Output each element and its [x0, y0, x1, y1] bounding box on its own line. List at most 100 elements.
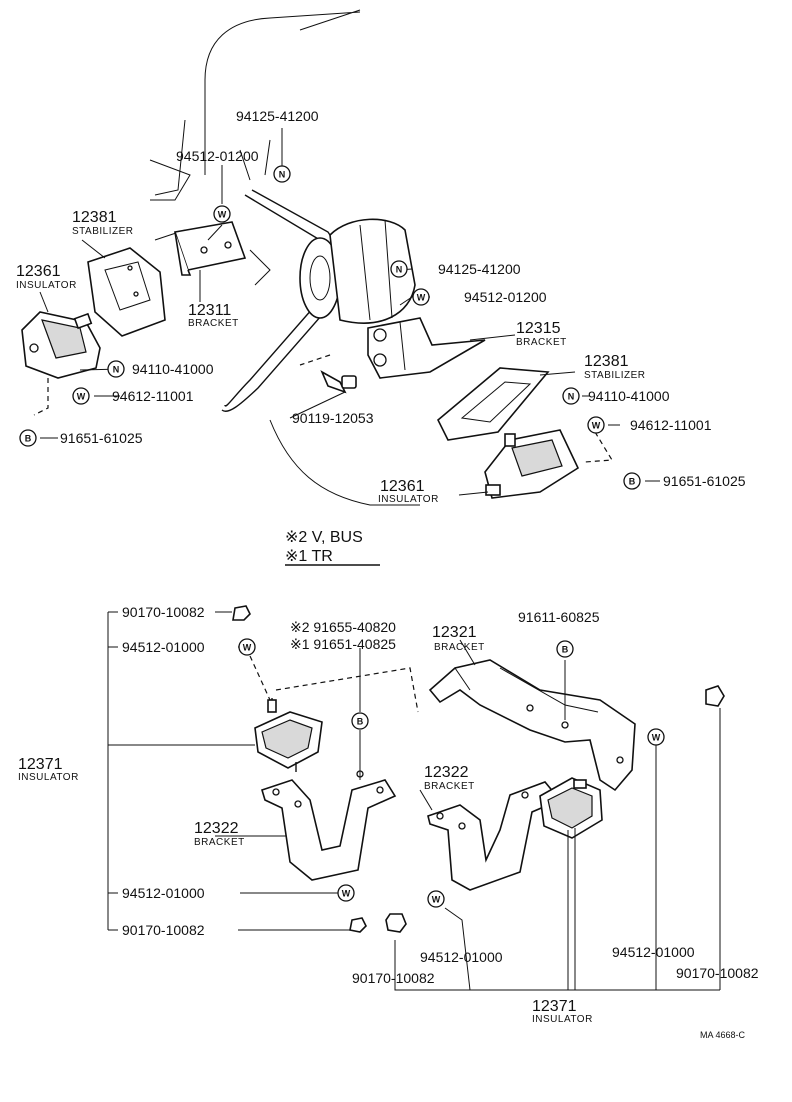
part-number: 12371: [18, 756, 63, 773]
bracket-right: [367, 317, 486, 379]
part-name: STABILIZER: [72, 226, 134, 237]
part-name: INSULATOR: [16, 280, 77, 291]
washer-symbol-icon: [427, 890, 445, 908]
part-number: 12371: [532, 998, 577, 1015]
svg-text:W: W: [77, 392, 86, 402]
bolt-symbol-icon: [556, 640, 574, 658]
part-number: 90170-10082: [122, 604, 205, 620]
nut-symbol-icon: [107, 360, 125, 378]
nut-symbol-icon: [273, 165, 291, 183]
washer-symbol-icon: [337, 884, 355, 902]
svg-text:N: N: [568, 392, 575, 402]
washer-symbol-icon: [412, 288, 430, 306]
part-number: 94110-41000: [588, 388, 670, 404]
part-number: 90170-10082: [352, 970, 435, 986]
bracket-lower-center: [428, 659, 636, 792]
part-name: BRACKET: [424, 781, 475, 792]
part-number: 91611-60825: [518, 609, 600, 625]
part-name: INSULATOR: [532, 1014, 593, 1025]
part-number: 12361: [16, 263, 61, 280]
part-number: 12381: [72, 209, 117, 226]
nut-icon: [349, 917, 367, 933]
part-number: 94125-41200: [438, 261, 521, 277]
part-name: BRACKET: [434, 642, 485, 653]
bolt-symbol-icon: [623, 472, 641, 490]
svg-text:N: N: [396, 265, 403, 275]
bracket-left: [173, 221, 247, 276]
alternator: [299, 218, 416, 324]
stabilizer-left: [87, 247, 166, 337]
part-number: 90170-10082: [122, 922, 205, 938]
part-name: INSULATOR: [18, 772, 79, 783]
part-number: 94512-01200: [464, 289, 547, 305]
part-number: 94512-01000: [420, 949, 503, 965]
part-number: 94512-01000: [612, 944, 695, 960]
upper-labels: 94125-41200 94512-01200 12381 STABILIZER…: [16, 108, 746, 505]
nut-icon: [705, 685, 725, 707]
svg-text:W: W: [417, 293, 426, 303]
part-number: 91651-61025: [663, 473, 746, 489]
svg-text:B: B: [562, 645, 569, 655]
bolt-90119: [320, 370, 357, 394]
part-number: 12381: [584, 353, 629, 370]
svg-text:B: B: [357, 717, 364, 727]
part-name: INSULATOR: [378, 494, 439, 505]
part-name: BRACKET: [188, 318, 239, 329]
bolt-symbol-icon: [351, 712, 369, 730]
svg-text:W: W: [652, 733, 661, 743]
washer-symbol-icon: [213, 205, 231, 223]
part-number: 94512-01000: [122, 885, 205, 901]
svg-text:B: B: [629, 477, 636, 487]
engine-outline: [149, 9, 420, 506]
legend-line-2: ※2 V, BUS: [285, 529, 363, 546]
svg-text:N: N: [279, 170, 286, 180]
legend-line-1: ※1 TR: [285, 548, 333, 565]
part-number: 12321: [432, 624, 477, 641]
svg-text:N: N: [113, 365, 120, 375]
part-number: 12322: [424, 764, 469, 781]
part-number: 12361: [380, 478, 425, 495]
insulator-lower-right: [539, 777, 603, 839]
bolt-symbol-icon: [19, 429, 37, 447]
part-number: 94512-01200: [176, 148, 259, 164]
nut-icon: [232, 605, 251, 621]
lower-symbols: W B B W W W: [238, 638, 665, 908]
part-name: BRACKET: [194, 837, 245, 848]
bracket-lower-left: [261, 770, 397, 881]
figure-code: MA 4668-C: [700, 1030, 746, 1040]
washer-symbol-icon: [587, 416, 605, 434]
nut-symbol-icon: [562, 387, 580, 405]
part-name: STABILIZER: [584, 370, 646, 381]
nut-icon: [385, 913, 407, 933]
washer-symbol-icon: [647, 728, 665, 746]
part-number: 90119-12053: [292, 410, 374, 426]
svg-text:W: W: [592, 421, 601, 431]
lower-leader-lines: [107, 611, 721, 991]
part-number: 94612-11001: [112, 388, 194, 404]
legend: ※2 V, BUS ※1 TR: [285, 529, 380, 566]
insulator-lower-left: [254, 698, 323, 772]
upper-symbols: N W N W N W B N W B: [19, 165, 641, 490]
part-number: 94512-01000: [122, 639, 205, 655]
part-number: 94110-41000: [132, 361, 214, 377]
washer-symbol-icon: [72, 387, 90, 405]
svg-text:W: W: [218, 210, 227, 220]
stabilizer-right: [437, 367, 550, 441]
part-name: BRACKET: [516, 337, 567, 348]
svg-text:W: W: [243, 643, 252, 653]
svg-text:W: W: [342, 889, 351, 899]
part-number: ※2 91655-40820: [290, 619, 396, 635]
lower-nuts: [232, 605, 725, 933]
part-number: 12315: [516, 320, 561, 337]
insulator-right: [484, 429, 580, 499]
part-number: 12322: [194, 820, 239, 837]
svg-text:W: W: [432, 895, 441, 905]
part-number: 94612-11001: [630, 417, 712, 433]
part-number: 12311: [188, 302, 231, 319]
part-number: ※1 91651-40825: [290, 636, 396, 652]
part-number: 91651-61025: [60, 430, 143, 446]
svg-text:B: B: [25, 434, 32, 444]
lower-labels: 90170-10082 94512-01000 ※2 91655-40820 ※…: [18, 604, 759, 1040]
